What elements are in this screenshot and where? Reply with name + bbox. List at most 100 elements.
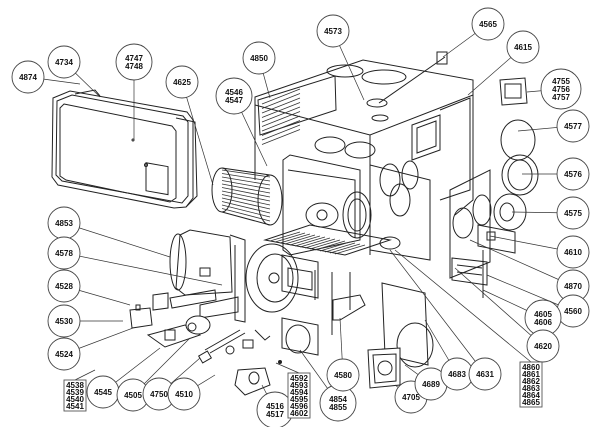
callout-circle xyxy=(556,235,590,269)
part-number-label: 4865 xyxy=(522,398,540,407)
burner-tray-slats xyxy=(269,231,366,255)
callout-4578: 4578 xyxy=(47,236,81,270)
part-number-label: 4862 xyxy=(522,377,540,386)
callout-4573: 4573 xyxy=(316,14,350,48)
callout-4631-leader-line xyxy=(389,249,486,375)
cover-plate xyxy=(500,119,536,161)
wheel-slat xyxy=(221,197,271,210)
part-number-label: 4592 xyxy=(290,374,308,383)
part-number-label: 4541 xyxy=(66,402,84,411)
callout-4565: 4565 xyxy=(471,7,505,41)
part-number-label: 4855 xyxy=(329,403,347,412)
part-number-label: 4595 xyxy=(290,395,308,404)
screws xyxy=(278,270,351,364)
part-number-label: 4505 xyxy=(124,391,142,400)
callout-circle xyxy=(115,43,153,81)
tray-slat xyxy=(324,242,356,253)
callout-4631: 4631 xyxy=(468,357,502,391)
part-number-label: 4516 xyxy=(266,402,284,411)
callout-4615: 4615 xyxy=(506,30,540,64)
part-number-label: 4528 xyxy=(55,282,73,291)
callout-circle xyxy=(316,14,350,48)
tray-slat xyxy=(309,239,341,250)
boxed-4538-leader-line xyxy=(74,369,96,381)
part-number-label: 4545 xyxy=(94,388,112,397)
part-number-label: 4757 xyxy=(552,93,570,102)
tray-slat xyxy=(279,233,311,244)
part-number-label: 4596 xyxy=(290,402,308,411)
transformer xyxy=(129,304,153,329)
boxed-4860-leader-line xyxy=(394,249,532,363)
wheel-slat xyxy=(221,201,271,214)
callout-4577: 4577 xyxy=(556,109,590,143)
callout-circle xyxy=(540,68,582,110)
callout-circle xyxy=(47,45,81,79)
control-panel-plate xyxy=(281,254,319,356)
callout-circle xyxy=(47,236,81,270)
part-number-label: 4547 xyxy=(225,96,243,105)
callout-4874: 4874 xyxy=(11,60,45,94)
part-number-label: 4560 xyxy=(564,307,582,316)
callout-4575: 4575 xyxy=(556,196,590,230)
tray-slat xyxy=(334,244,366,255)
tray-slat xyxy=(304,238,336,249)
boxed-4592-leader-line xyxy=(275,362,300,374)
callout-4870: 4870 xyxy=(556,269,590,303)
cabinet-grille xyxy=(257,75,337,136)
callout-circle xyxy=(47,337,81,371)
grille-slat xyxy=(261,106,301,123)
grille-slat xyxy=(261,129,301,145)
burner-mounting-plate xyxy=(381,282,429,366)
callout-4853: 4853 xyxy=(47,206,81,240)
wheel-slat xyxy=(221,204,271,218)
part-number-label: 4530 xyxy=(55,317,73,326)
part-number-label: 4546 xyxy=(225,88,243,97)
callout-4870-leader-line xyxy=(469,239,574,287)
duct-collar xyxy=(501,154,539,196)
callout-4620-leader-line xyxy=(454,267,544,347)
wheel-slat xyxy=(221,169,271,178)
tray-slat xyxy=(284,234,316,245)
vent-plate xyxy=(451,250,488,298)
relay-bracket xyxy=(152,292,169,311)
igniter-wires xyxy=(197,329,271,364)
part-number-label: 4864 xyxy=(522,391,540,400)
part-number-label: 4576 xyxy=(564,170,582,179)
blower-wheel xyxy=(211,167,283,226)
callout-circle xyxy=(556,109,590,143)
access-door xyxy=(51,89,198,209)
part-number-label: 4861 xyxy=(522,370,540,379)
callout-circle xyxy=(326,358,360,392)
callout-4625: 4625 xyxy=(165,65,199,99)
part-number-label: 4756 xyxy=(552,85,570,94)
display-module xyxy=(499,77,528,106)
combustion-motor xyxy=(169,229,299,323)
part-number-label: 4755 xyxy=(552,77,570,86)
callout-circle xyxy=(556,157,590,191)
callout-circle xyxy=(242,41,276,75)
callout-circle xyxy=(526,329,560,363)
wheel-slat xyxy=(221,194,271,206)
cabinet-grille-slats xyxy=(261,88,301,145)
grille-slat xyxy=(261,111,301,127)
control-board xyxy=(146,324,202,348)
grille-slat xyxy=(261,97,301,114)
gasket-plate xyxy=(449,169,492,279)
grille-slat xyxy=(261,115,301,132)
part-number-label: 4577 xyxy=(564,122,582,131)
part-number-label: 4610 xyxy=(564,248,582,257)
tray-slat xyxy=(329,243,361,254)
label-box xyxy=(287,372,311,419)
callout-circle xyxy=(165,65,199,99)
part-number-label: 4606 xyxy=(534,318,552,327)
callout-4524: 4524 xyxy=(47,337,81,371)
callout-4853-leader-line xyxy=(63,222,171,258)
callout-4734: 4734 xyxy=(47,45,81,79)
tray-slat xyxy=(274,232,306,243)
callout-circle xyxy=(468,357,502,391)
